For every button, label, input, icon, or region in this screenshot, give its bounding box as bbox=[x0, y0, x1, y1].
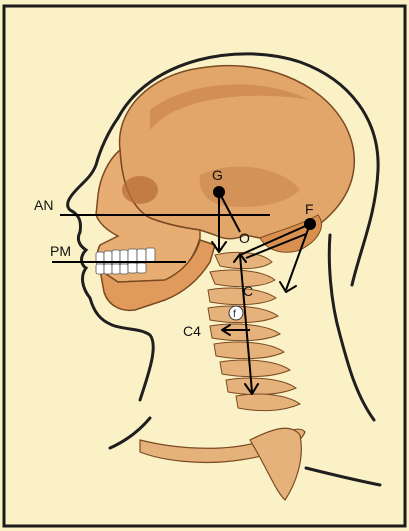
label-pm: PM bbox=[50, 243, 71, 259]
point-g bbox=[213, 186, 225, 198]
label-an: AN bbox=[34, 197, 53, 213]
label-c: C bbox=[243, 283, 253, 299]
label-g: G bbox=[212, 167, 223, 183]
label-o: O bbox=[239, 230, 250, 246]
label-c4: C4 bbox=[183, 323, 201, 339]
label-f: F bbox=[305, 201, 314, 217]
f-small-marker bbox=[229, 306, 243, 320]
point-f bbox=[304, 218, 316, 230]
orbit bbox=[122, 176, 158, 204]
label-f-small: f bbox=[233, 309, 236, 320]
